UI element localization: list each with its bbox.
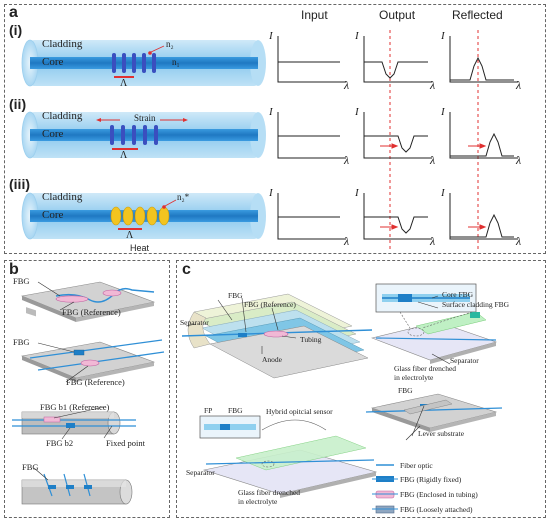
axis-i-4: I <box>269 106 273 118</box>
c-fbg-4: FBG <box>398 386 413 395</box>
c-surface-fbg: Surface cladding FBG <box>442 300 510 309</box>
spectra-row-iii <box>277 193 518 240</box>
period-label-iii: Λ <box>126 230 134 241</box>
fiber-ii <box>21 111 266 159</box>
c-separator-1: Separator <box>180 318 209 327</box>
axis-l-4: λ <box>344 153 350 167</box>
c-lever: Lever substrate <box>418 429 465 438</box>
n2-label-i: n₂ <box>166 39 174 49</box>
panel-a-label: a <box>9 4 18 21</box>
legend-fiber: Fiber optic <box>400 461 433 470</box>
c-ref-1: FBG (Reference) <box>244 300 296 309</box>
axis-i-9: I <box>441 187 445 199</box>
n1-label-i: n₁ <box>172 57 180 67</box>
c-separator-2: Separator <box>450 356 479 365</box>
legend-symbols <box>372 464 398 514</box>
core-label-i: Core <box>42 56 64 68</box>
shift-arrows-iii <box>380 224 487 230</box>
cladding-label-ii: Cladding <box>42 110 83 122</box>
b-b1: FBG b1 (Reference) <box>40 402 110 412</box>
legend-rigid: FBG (Rigidly fixed) <box>400 475 462 484</box>
axis-i-1: I <box>269 30 273 42</box>
period-label-i: Λ <box>120 78 128 89</box>
spectra-row-ii <box>277 112 518 159</box>
b-fbg-1: FBG <box>13 276 30 286</box>
axis-l-3: λ <box>516 78 522 92</box>
panel-c-drawings <box>181 283 503 514</box>
cylinder-cell-2 <box>21 473 133 505</box>
c-glass-1a: Glass fiber drenched <box>394 364 457 373</box>
pouch-cell-1 <box>20 281 156 322</box>
row-i-label: (i) <box>9 22 23 38</box>
c-fbg-3: FBG <box>228 406 243 415</box>
b-fbg-2: FBG <box>13 337 30 347</box>
b-b2: FBG b2 <box>46 438 74 448</box>
heat-label: Heat <box>130 243 150 253</box>
panel-b-drawings <box>12 281 165 505</box>
axis-l-6: λ <box>516 153 522 167</box>
axis-l-1: λ <box>344 78 350 92</box>
axis-i-6: I <box>441 106 445 118</box>
n2star-label: n₂* <box>177 192 190 202</box>
c-fp: FP <box>204 406 213 415</box>
b-fixed: Fixed point <box>106 438 145 448</box>
c-hybrid: Hybrid opitcial sensor <box>266 407 333 416</box>
axis-i-2: I <box>355 30 359 42</box>
pouch-cell-2 <box>20 339 165 382</box>
period-label-ii: Λ <box>120 150 128 161</box>
top-right-cell <box>370 283 498 364</box>
fiber-iii <box>21 192 266 240</box>
b-fbg-4: FBG <box>22 462 39 472</box>
c-glass-2b: in electrolyte <box>238 497 278 506</box>
panel-b <box>4 260 170 518</box>
bottom-left-cell <box>199 415 378 498</box>
axis-i-3: I <box>441 30 445 42</box>
axis-l-2: λ <box>430 78 436 92</box>
axis-i-7: I <box>269 187 273 199</box>
cladding-label-iii: Cladding <box>42 191 83 203</box>
header-input: Input <box>301 8 328 22</box>
axis-l-5: λ <box>430 153 436 167</box>
row-ii-label: (ii) <box>9 96 27 112</box>
panel-c-label: c <box>182 261 191 278</box>
cladding-label-i: Cladding <box>42 38 83 50</box>
legend-tubing: FBG (Enclosed in tubing) <box>400 490 478 499</box>
c-separator-3: Separator <box>186 468 215 477</box>
fiber-i <box>21 39 266 87</box>
c-anode: Anode <box>262 355 282 364</box>
core-label-iii: Core <box>42 209 64 221</box>
header-output: Output <box>379 8 416 22</box>
layer-stack <box>181 293 373 379</box>
legend-loose: FBG (Loosely attached) <box>400 505 473 514</box>
panel-a <box>4 4 546 254</box>
axis-i-5: I <box>355 106 359 118</box>
spectra-row-i <box>277 36 518 83</box>
axis-l-8: λ <box>430 234 436 248</box>
c-core-fbg: Core FBG <box>442 290 474 299</box>
b-ref-2: FBG (Reference) <box>66 377 125 387</box>
axis-i-8: I <box>355 187 359 199</box>
c-glass-1b: in electrolyte <box>394 373 434 382</box>
fiber-diagrams <box>21 30 518 250</box>
c-fbg-1: FBG <box>228 291 243 300</box>
b-ref-1: FBG (Reference) <box>62 307 121 317</box>
c-tubing: Tubing <box>300 335 322 344</box>
header-reflected: Reflected <box>452 8 503 22</box>
c-glass-2a: Glass fiber drenched <box>238 488 301 497</box>
cylinder-cell-1 <box>12 411 136 435</box>
shift-arrows-ii <box>380 143 487 149</box>
panel-b-label: b <box>9 261 19 278</box>
core-label-ii: Core <box>42 128 64 140</box>
strain-label: Strain <box>134 113 156 123</box>
panel-c <box>176 260 546 518</box>
row-iii-label: (iii) <box>9 176 30 192</box>
axis-l-9: λ <box>516 234 522 248</box>
bottom-right-cell <box>365 393 503 432</box>
axis-l-7: λ <box>344 234 350 248</box>
